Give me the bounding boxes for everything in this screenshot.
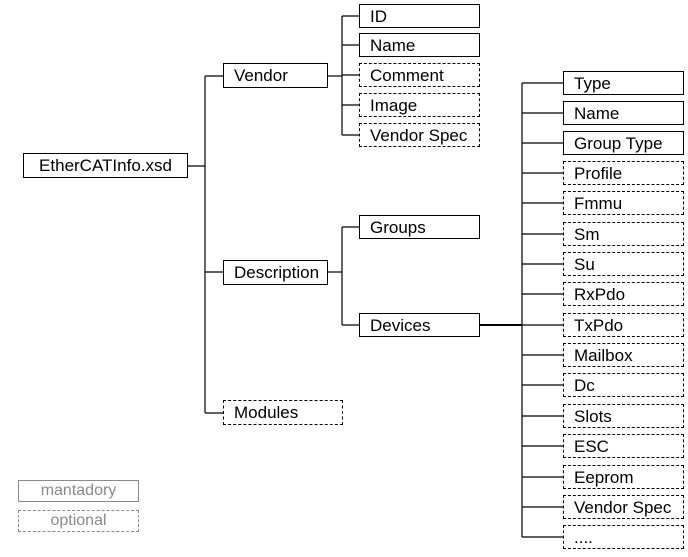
node-device-dc: Dc xyxy=(563,373,684,397)
node-label: Type xyxy=(574,73,611,93)
node-device-fmmu: Fmmu xyxy=(563,191,684,215)
node-device-esc: ESC xyxy=(563,434,684,458)
node-label: Dc xyxy=(574,375,595,395)
node-label: Vendor xyxy=(234,66,288,85)
node-device-mailbox: Mailbox xyxy=(563,343,684,367)
node-vendor-image: Image xyxy=(359,93,480,117)
node-label: Fmmu xyxy=(574,193,623,213)
node-label: Vendor Spec xyxy=(574,497,672,517)
node-groups: Groups xyxy=(359,215,480,239)
node-device-vendor-spec: Vendor Spec xyxy=(563,495,684,519)
node-label: Name xyxy=(574,103,620,123)
node-description: Description xyxy=(223,260,328,285)
node-device-txpdo: TxPdo xyxy=(563,313,684,337)
node-label: Description xyxy=(234,263,320,282)
node-device-more: .... xyxy=(563,525,684,549)
node-label: Slots xyxy=(574,406,612,426)
node-label: Comment xyxy=(370,65,444,85)
node-vendor-name: Name xyxy=(359,33,480,57)
node-label: Profile xyxy=(574,163,623,183)
node-vendor-comment: Comment xyxy=(359,63,480,87)
node-device-slots: Slots xyxy=(563,404,684,428)
node-device-sm: Sm xyxy=(563,222,684,246)
node-label: Modules xyxy=(234,403,299,422)
node-vendor: Vendor xyxy=(223,63,328,88)
node-label: Su xyxy=(574,254,595,274)
node-vendor-id: ID xyxy=(359,4,480,28)
legend-optional: optional xyxy=(18,510,139,532)
node-device-name: Name xyxy=(563,101,684,125)
root-node: EtherCATInfo.xsd xyxy=(23,153,188,178)
node-label: Groups xyxy=(370,217,426,237)
node-device-su: Su xyxy=(563,252,684,276)
node-label: Eeprom xyxy=(574,467,634,487)
node-label: Group Type xyxy=(574,133,663,153)
node-label: Vendor Spec xyxy=(370,125,468,145)
node-label: Sm xyxy=(574,224,600,244)
node-label: ID xyxy=(370,6,387,26)
node-label: ESC xyxy=(574,436,609,456)
node-device-type: Type xyxy=(563,71,684,95)
root-label: EtherCATInfo.xsd xyxy=(39,156,172,175)
legend-mandatory: mantadory xyxy=(18,480,139,502)
node-label: Mailbox xyxy=(574,345,633,365)
node-label: TxPdo xyxy=(574,315,624,335)
node-device-rxpdo: RxPdo xyxy=(563,282,684,306)
node-label: Name xyxy=(370,35,416,55)
node-vendor-spec: Vendor Spec xyxy=(359,123,480,147)
node-label: RxPdo xyxy=(574,284,626,304)
node-label: Devices xyxy=(370,315,431,335)
node-device-group-type: Group Type xyxy=(563,131,684,155)
node-label: Image xyxy=(370,95,418,115)
node-devices: Devices xyxy=(359,313,480,337)
node-label: .... xyxy=(574,527,593,547)
node-device-eeprom: Eeprom xyxy=(563,465,684,489)
node-device-profile: Profile xyxy=(563,161,684,185)
legend-label: optional xyxy=(50,512,107,529)
legend-label: mantadory xyxy=(40,482,117,499)
node-modules: Modules xyxy=(223,400,343,425)
